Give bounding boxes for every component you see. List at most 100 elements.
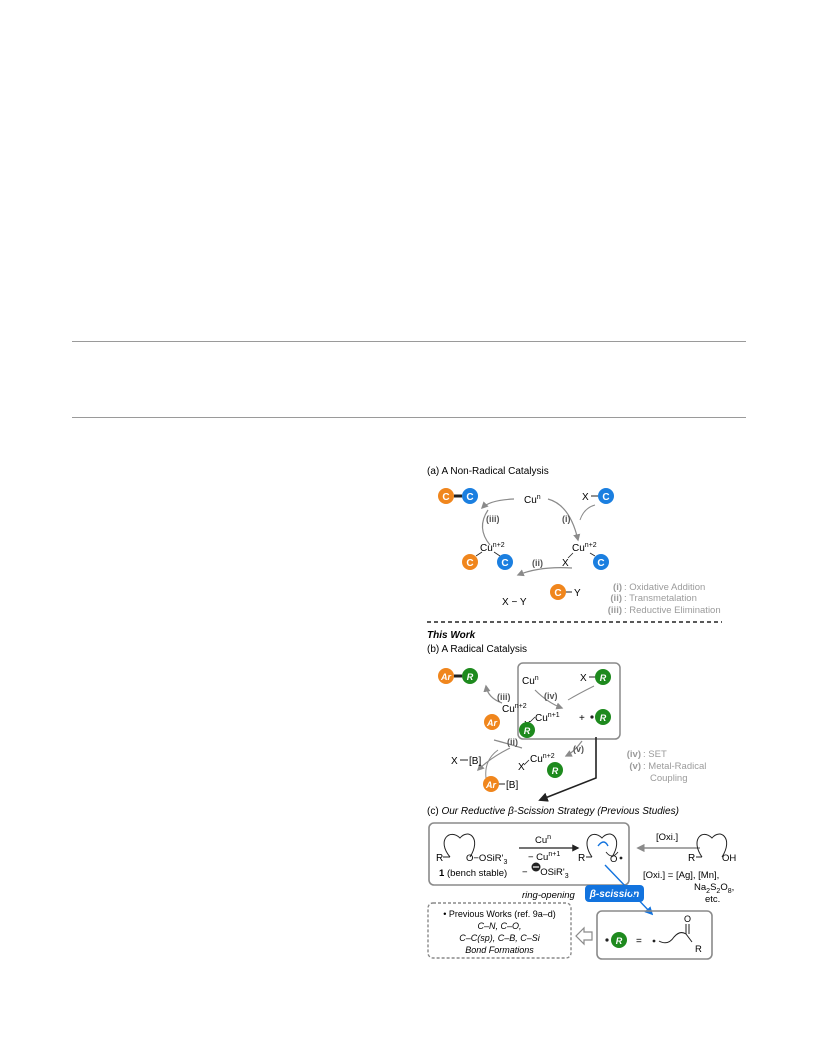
this-work-label: This Work — [427, 630, 476, 641]
x-label: X — [451, 756, 458, 767]
ketone-r-label: R — [695, 944, 702, 955]
minus-osir-label: − OSiR'3 — [522, 867, 569, 880]
bond — [475, 551, 483, 557]
previous-works-box — [427, 902, 572, 959]
cu-n2-label: Cun+2 — [572, 542, 597, 554]
arrow-iii-top — [480, 498, 515, 510]
radical-generation-box — [517, 662, 621, 740]
cu-n-label: Cun — [522, 675, 539, 687]
panel-c-title: (c) Our Reductive β-Scission Strategy (P… — [427, 806, 679, 817]
arrow-ii — [493, 739, 523, 749]
step-iv-label: (iv) — [544, 691, 558, 701]
cu-n1-label: Cun+1 — [535, 712, 560, 724]
c-atom-blue-icon — [462, 488, 478, 504]
panel-a: (a) A Non-Radical Catalysis C C Cun X C … — [427, 466, 721, 616]
cu-n2-label: Cun+2 — [502, 703, 527, 715]
atom-label: C — [554, 588, 561, 599]
atom-label: C — [501, 558, 508, 569]
c-atom-orange-icon — [462, 554, 478, 570]
hydroxyl-label: OH — [722, 853, 736, 864]
oxidant-etc: etc. — [705, 894, 720, 905]
alkyl-chain — [658, 932, 693, 944]
r-atom-green-icon — [595, 669, 611, 685]
ar-atom-orange-icon — [483, 776, 499, 792]
legend-step: (iv) — [627, 749, 641, 760]
bond-cleavage-arrow-icon — [597, 841, 609, 847]
radical-dot-icon — [652, 939, 656, 943]
boron-label: [B] — [506, 780, 518, 791]
beta-scission-badge — [585, 885, 644, 902]
panel-a-legend: (i) : Oxidative Addition (ii) : Transmet… — [608, 582, 721, 616]
atom-label: R — [600, 713, 607, 723]
arrow-i-feed — [579, 504, 596, 521]
arrow-ii-out — [476, 747, 511, 772]
x-label: X — [562, 558, 569, 569]
panel-c: (c) Our Reductive β-Scission Strategy (P… — [427, 806, 736, 960]
legend-step: (v) — [629, 761, 641, 772]
atom-label: C — [602, 492, 609, 503]
panel-b: This Work (b) A Radical Catalysis Ar R C… — [427, 630, 706, 802]
atom-label: C — [442, 492, 449, 503]
hollow-arrow-icon — [575, 926, 593, 946]
xy-byproduct: X − Y — [502, 597, 527, 608]
bottom-rule — [72, 417, 746, 418]
r-atom-green-icon — [462, 668, 478, 684]
atom-label: R — [600, 673, 607, 683]
legend-text: Coupling — [650, 773, 688, 784]
arrow-iii — [483, 684, 503, 704]
c-atom-orange-icon — [438, 488, 454, 504]
legend-step: (i) — [613, 582, 622, 593]
step-iii-label: (iii) — [497, 692, 511, 702]
step-ii-label: (ii) — [507, 737, 518, 747]
strategy-box — [428, 822, 630, 886]
cu-n2-label: Cun+2 — [530, 753, 555, 765]
atom-label: C — [466, 492, 473, 503]
previous-works-line: C–N, C–O, — [477, 921, 521, 931]
radical-dot-icon — [590, 715, 594, 719]
legend-text: : SET — [643, 749, 667, 760]
c-atom-blue-icon — [497, 554, 513, 570]
o-radical-label: O — [610, 854, 617, 865]
compound-label: 1 (bench stable) — [439, 868, 507, 879]
panel-b-title: (b) A Radical Catalysis — [427, 644, 527, 655]
ketone-o-label: O — [684, 914, 691, 924]
atom-label: Ar — [485, 780, 496, 790]
ring-structure — [696, 833, 728, 858]
panel-a-title: (a) A Non-Radical Catalysis — [427, 466, 549, 477]
connector-arrow — [538, 737, 597, 802]
equals-sign: = — [636, 936, 642, 947]
legend-text: : Metal-Radical — [643, 761, 706, 772]
boron-label: [B] — [469, 756, 481, 767]
legend-step: (ii) — [610, 593, 622, 604]
arrow-i — [547, 498, 581, 542]
arrow-ii — [516, 567, 573, 577]
legend-step: (iii) — [608, 605, 622, 616]
x-label: X — [582, 492, 589, 503]
radical-dot-icon — [619, 856, 623, 860]
step-v-label: (v) — [573, 744, 584, 754]
atom-label: R — [524, 726, 531, 736]
step-iii-label: (iii) — [486, 514, 500, 524]
x-label: X — [580, 673, 587, 684]
bond — [529, 716, 536, 723]
minus-cu-label: − Cun+1 — [528, 851, 560, 863]
plus-sign: + — [579, 713, 585, 724]
r-group-label: R — [436, 853, 443, 864]
arrow-iii-left — [481, 509, 491, 546]
legend-text: : Transmetalation — [624, 593, 697, 604]
y-label: Y — [574, 588, 581, 599]
arrow-v — [564, 740, 583, 757]
oxidant-formula: Na2S2O8, — [694, 882, 734, 895]
step-ii-label: (ii) — [532, 558, 543, 568]
previous-works-line: C–C(sp), C–B, C–Si — [459, 933, 541, 943]
legend-text: : Oxidative Addition — [624, 582, 705, 593]
ar-atom-orange-icon — [484, 714, 500, 730]
c-atom-orange-icon — [550, 584, 566, 600]
ring-opening-label: ring-opening — [522, 890, 576, 901]
atom-label: R — [467, 672, 474, 682]
r-atom-green-icon — [547, 762, 563, 778]
radical-definition-box — [596, 910, 713, 960]
arrow-iv — [534, 689, 564, 710]
top-rule — [72, 341, 746, 342]
